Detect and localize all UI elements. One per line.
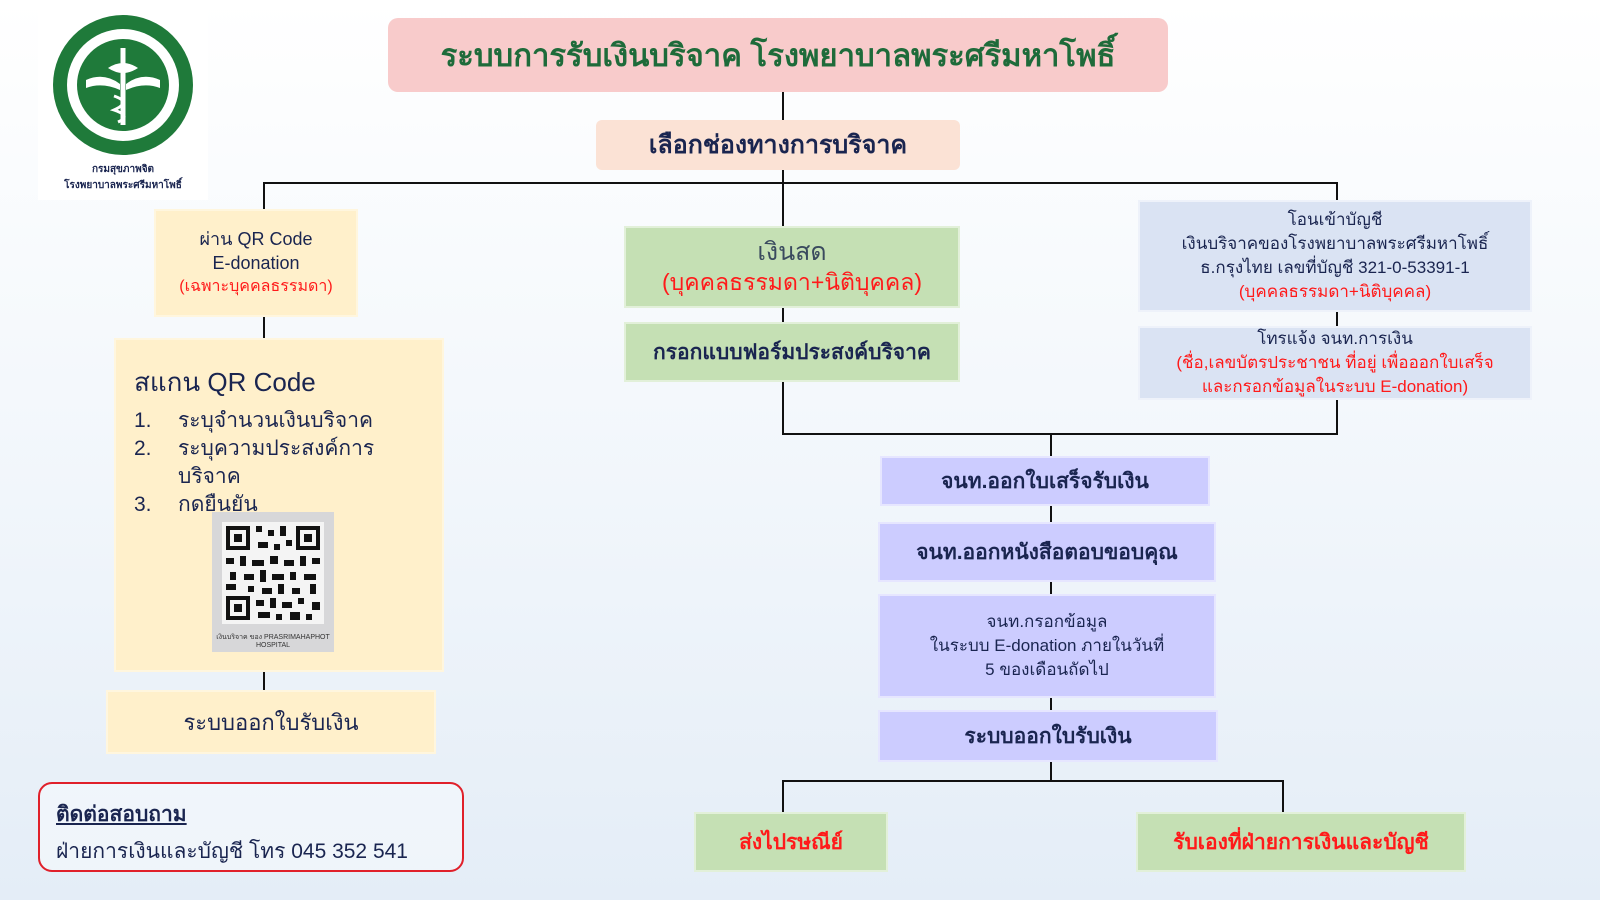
scan-qr-box: สแกน QR Code 1. ระบุจำนวนเงินบริจาค 2. ร…: [114, 338, 444, 672]
connector-p3-p4: [1050, 698, 1052, 710]
connector-to-pickup: [1282, 780, 1284, 812]
system-receipt-box: ระบบออกใบรับเงิน: [878, 710, 1218, 762]
qr-channel-note: (เฉพาะบุคคลธรรมดา): [179, 278, 333, 295]
ministry-logo: กรมสุขภาพจิต โรงพยาบาลพระศรีมหาโพธิ์: [38, 10, 208, 200]
qr-code-image[interactable]: เงินบริจาค ของ PRASRIMAHAPHOT HOSPITAL: [212, 512, 334, 652]
scan-step-number: 1.: [134, 409, 152, 432]
connector-form-merge: [782, 382, 784, 434]
connector-to-post: [782, 780, 784, 812]
logo-caption-hospital: โรงพยาบาลพระศรีมหาโพธิ์: [64, 180, 182, 191]
connector-qr-scan: [263, 317, 265, 338]
scan-qr-title: สแกน QR Code: [134, 367, 316, 397]
edonation-line2: ในระบบ E-donation ภายในวันที่: [929, 636, 1165, 655]
connector-bottom-branch: [782, 780, 1284, 782]
scan-step: 2. ระบุความประสงค์การบริจาค: [134, 435, 408, 491]
qr-channel-line1: ผ่าน QR Code: [199, 229, 313, 249]
call-finance-detail-2: และกรอกข้อมูลในระบบ E-donation): [1201, 377, 1469, 396]
qr-code-caption: เงินบริจาค ของ PRASRIMAHAPHOT HOSPITAL: [216, 634, 330, 649]
scan-step-number: 2.: [134, 437, 152, 460]
qr-channel-line2: E-donation: [212, 253, 300, 273]
scan-step-text: กดยืนยัน: [178, 493, 258, 516]
contact-box: ติดต่อสอบถาม ฝ่ายการเงินและบัญชี โทร 045…: [38, 782, 464, 872]
contact-title: ติดต่อสอบถาม: [56, 803, 187, 826]
scan-step-text: ระบุความประสงค์การบริจาค: [178, 437, 375, 488]
connector-merge-down: [1050, 433, 1052, 456]
connector-title-choose: [782, 92, 784, 120]
connector-branch-right: [1336, 182, 1338, 200]
scan-step-text: ระบุจำนวนเงินบริจาค: [178, 409, 374, 432]
call-finance-title: โทรแจ้ง จนท.การเงิน: [1257, 329, 1413, 348]
cash-channel-note: (บุคคลธรรมดา+นิติบุคคล): [661, 269, 923, 295]
contact-phone: ฝ่ายการเงินและบัญชี โทร 045 352 541: [56, 840, 408, 863]
logo-caption-department: กรมสุขภาพจิต: [91, 164, 155, 175]
pickup-delivery-box: รับเองที่ฝ่ายการเงินและบัญชี: [1136, 812, 1466, 872]
transfer-account: ธ.กรุงไทย เลขที่บัญชี 321-0-53391-1: [1200, 258, 1470, 277]
qr-code-icon: [222, 522, 324, 624]
cash-channel-box: เงินสด (บุคคลธรรมดา+นิติบุคคล): [624, 226, 960, 308]
edonation-line1: จนท.กรอกข้อมูล: [986, 612, 1108, 631]
post-delivery-box: ส่งไปรษณีย์: [694, 812, 888, 872]
connector-p2-p3: [1050, 582, 1052, 594]
transfer-line1: โอนเข้าบัญชี: [1287, 210, 1383, 229]
connector-cash-form: [782, 308, 784, 322]
transfer-note: (บุคคลธรรมดา+นิติบุคคล): [1238, 282, 1432, 301]
cash-channel-title: เงินสด: [757, 238, 827, 266]
call-finance-box: โทรแจ้ง จนท.การเงิน (ชื่อ,เลขบัตรประชาชน…: [1138, 326, 1532, 400]
edonation-line3: 5 ของเดือนถัดไป: [985, 660, 1109, 679]
connector-scan-receipt: [263, 672, 265, 690]
scan-step: 3. กดยืนยัน: [134, 491, 408, 519]
choose-channel-heading: เลือกช่องทางการบริจาค: [596, 120, 960, 170]
thank-letter-box: จนท.ออกหนังสือตอบขอบคุณ: [878, 522, 1216, 582]
call-finance-detail-1: (ชื่อ,เลขบัตรประชาชน ที่อยู่ เพื่อออกใบเ…: [1176, 353, 1494, 372]
scan-step-number: 3.: [134, 493, 152, 516]
connector-top-branch: [263, 182, 1337, 184]
transfer-line2: เงินบริจาคของโรงพยาบาลพระศรีมหาโพธิ์: [1181, 234, 1489, 253]
connector-transfer-call: [1336, 312, 1338, 326]
edonation-entry-box: จนท.กรอกข้อมูล ในระบบ E-donation ภายในวั…: [878, 594, 1216, 698]
transfer-channel-box: โอนเข้าบัญชี เงินบริจาคของโรงพยาบาลพระศร…: [1138, 200, 1532, 312]
qr-system-receipt-box: ระบบออกใบรับเงิน: [106, 690, 436, 754]
connector-merge: [782, 433, 1338, 435]
scan-step: 1. ระบุจำนวนเงินบริจาค: [134, 407, 408, 435]
connector-p1-p2: [1050, 506, 1052, 522]
page-title: ระบบการรับเงินบริจาค โรงพยาบาลพระศรีมหาโ…: [388, 18, 1168, 92]
connector-call-merge: [1336, 400, 1338, 434]
receipt-issue-box: จนท.ออกใบเสร็จรับเงิน: [880, 456, 1210, 506]
qr-channel-box: ผ่าน QR Code E-donation (เฉพาะบุคคลธรรมด…: [154, 209, 358, 317]
donation-form-box: กรอกแบบฟอร์มประสงค์บริจาค: [624, 322, 960, 382]
ministry-emblem-icon: [53, 15, 193, 155]
connector-p4-split: [1050, 762, 1052, 781]
connector-branch-center: [782, 170, 784, 226]
connector-branch-left: [263, 182, 265, 209]
